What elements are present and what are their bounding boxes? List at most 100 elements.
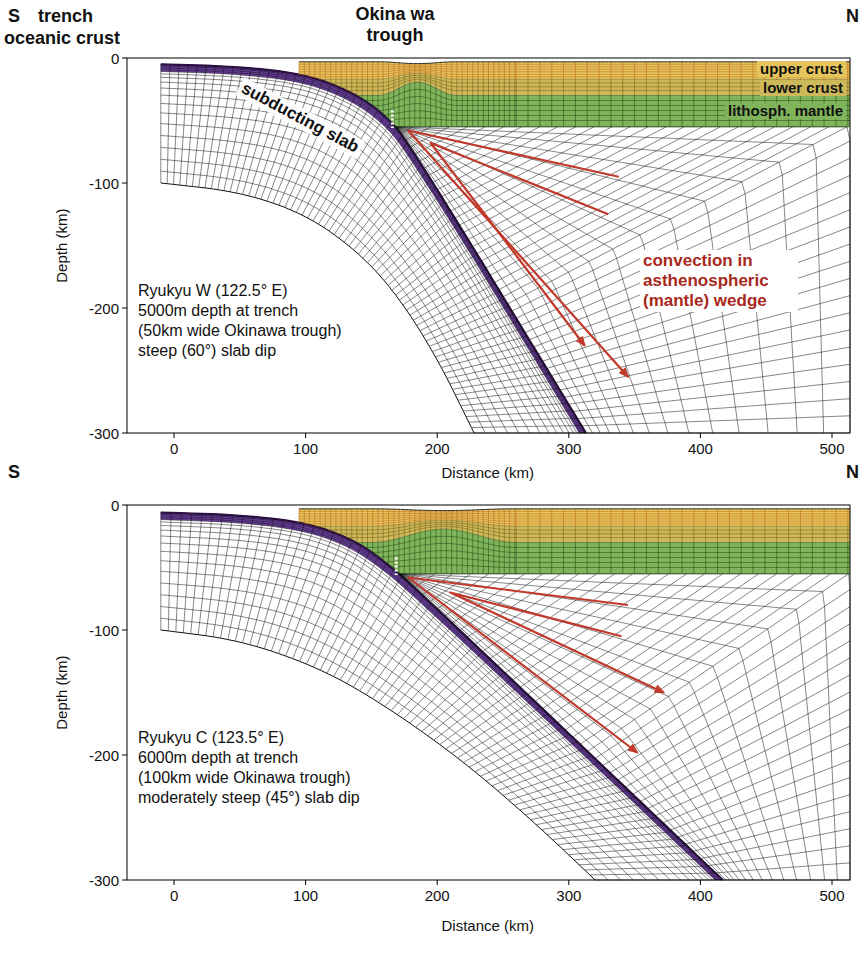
wedge-mesh-line [482, 574, 597, 652]
slab-mesh-line [161, 561, 671, 880]
axis-tick [832, 433, 833, 438]
slab-mesh-line [161, 571, 659, 880]
plate-mesh-line [462, 521, 463, 531]
plate-mesh-line [346, 79, 347, 90]
upper-crust-band [299, 509, 850, 527]
plate-mesh-line [622, 526, 623, 542]
plate-mesh-line [493, 96, 494, 127]
axis-tick-label: 0 [170, 887, 178, 904]
slab-mesh-line [161, 536, 697, 880]
axis-tick [437, 433, 438, 438]
slab-mesh-line [432, 321, 517, 352]
plate-mesh-line [409, 74, 410, 84]
wedge-mesh-line [715, 863, 850, 873]
wedge-mesh-line [700, 829, 850, 859]
axis-tick-label: -200 [89, 747, 119, 764]
plate-mesh-line [717, 79, 718, 95]
plate-mesh-line [379, 551, 850, 558]
plate-mesh-line [509, 542, 510, 574]
model-info: Ryukyu W (122.5° E) [136, 282, 290, 300]
plate-mesh-line [378, 526, 379, 542]
plate-mesh-line [446, 78, 447, 93]
wedge-mesh-line [569, 364, 851, 404]
plate-mesh-line [622, 543, 623, 574]
plate-mesh-line [299, 516, 850, 519]
axis-tick [174, 433, 175, 438]
slab-mesh-line [503, 762, 599, 795]
slab-mesh-line [404, 645, 476, 719]
plate-mesh-line [499, 526, 500, 541]
axis-tick-label: 400 [688, 440, 713, 457]
plate-mesh-line [575, 526, 576, 542]
plate-mesh-line [467, 532, 468, 573]
plate-mesh-line [587, 543, 588, 574]
axis-title: Depth (km) [53, 655, 70, 729]
plate-mesh-line [488, 96, 489, 127]
slab-mesh-line [353, 590, 416, 687]
plate-mesh-line [356, 542, 357, 544]
axis-tick [174, 880, 175, 885]
plate-mesh-line [539, 79, 540, 95]
slab-mesh-line [399, 247, 472, 301]
plate-mesh-line [425, 521, 426, 531]
slab-mesh-line [481, 735, 570, 777]
wedge-mesh-line [433, 127, 540, 183]
plate-mesh-line [372, 526, 373, 542]
plate-mesh-line [462, 531, 463, 574]
axis-tick-label: 100 [293, 440, 318, 457]
plate-mesh-line [847, 543, 848, 574]
slab-mesh-line [379, 617, 446, 702]
wedge-mesh-line [505, 574, 651, 673]
axis-tick-label: 0 [111, 50, 119, 67]
axis-tick-label: -100 [89, 622, 119, 639]
plate-mesh-line [516, 543, 517, 574]
slab-mesh-line [452, 700, 534, 753]
plate-mesh-line [717, 96, 718, 127]
slab-mesh-line [192, 66, 206, 187]
wedge-mesh-line [486, 127, 757, 268]
axis-tick-label: 0 [170, 440, 178, 457]
slab-mesh-line [455, 381, 554, 395]
plate-mesh-line [563, 79, 564, 95]
direction-label: S [8, 6, 20, 27]
slab-mesh-line [354, 165, 422, 250]
wedge-mesh-line [497, 574, 632, 666]
plate-mesh-line [365, 536, 850, 547]
plate-mesh-line [304, 62, 305, 76]
plate-mesh-line [646, 96, 647, 127]
plate-mesh-line [847, 96, 848, 127]
plate-mesh-line [764, 526, 765, 542]
plate-mesh-line [753, 526, 754, 542]
plate-mesh-line [346, 526, 347, 538]
plate-mesh-line [729, 79, 730, 95]
plate-mesh-line [753, 543, 754, 574]
plate-mesh-line [682, 79, 683, 95]
plate-mesh-line [478, 523, 479, 535]
wedge-mesh-line [395, 127, 620, 433]
surface-line [299, 509, 850, 511]
plate-mesh-line [516, 96, 517, 127]
plate-mesh-line [776, 543, 777, 574]
plate-mesh-line [493, 525, 494, 540]
wedge-mesh-line [410, 127, 449, 147]
plate-mesh-line [670, 96, 671, 127]
plate-mesh-line [729, 543, 730, 574]
direction-label: N [846, 462, 859, 483]
wedge-mesh-line [512, 141, 850, 311]
wedge-mesh-line [395, 127, 633, 433]
slab-mesh-line [243, 519, 274, 643]
plate-mesh-line [514, 543, 515, 574]
plate-mesh-line [478, 96, 479, 127]
slab-mesh-line [161, 551, 681, 880]
axis-title: Depth (km) [53, 208, 70, 282]
axis-tick-label: -100 [89, 175, 119, 192]
slab-mesh-line [388, 224, 458, 285]
plate-mesh-line [357, 529, 850, 542]
plate-mesh-line [575, 543, 576, 574]
wedge-mesh-line [399, 574, 730, 880]
plate-mesh-line [472, 534, 473, 574]
plate-mesh-line [330, 526, 331, 531]
plate-mesh-line [753, 79, 754, 95]
